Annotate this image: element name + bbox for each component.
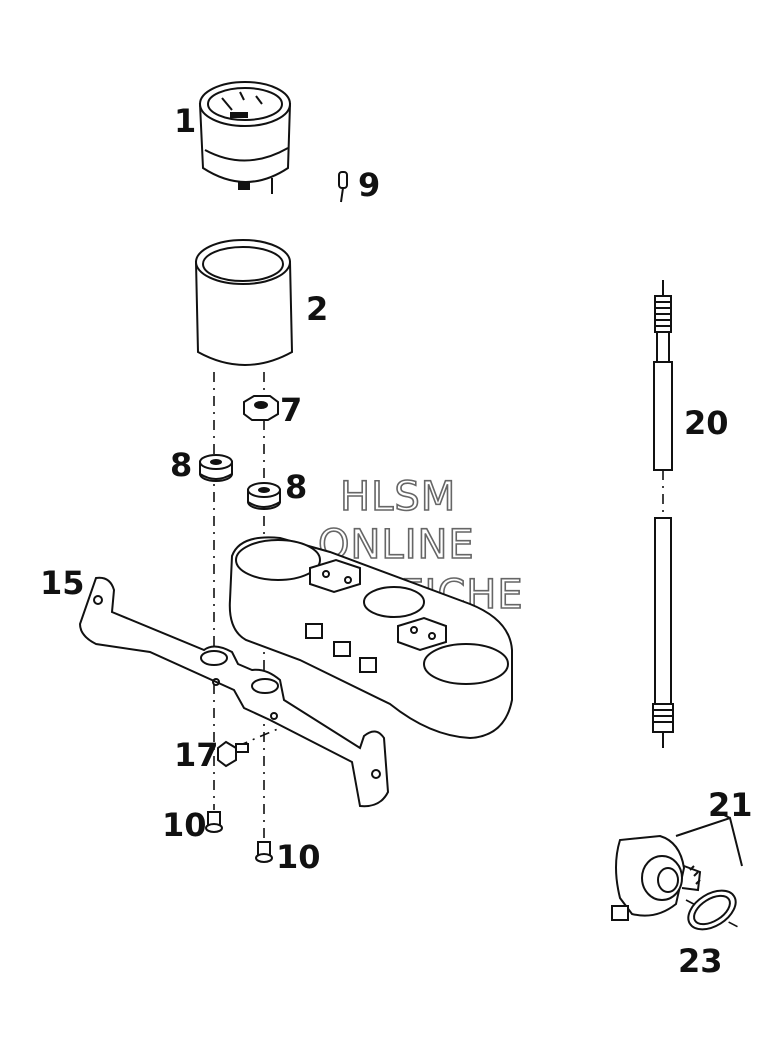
- part-label-21[interactable]: 21: [708, 786, 753, 824]
- part-label-10[interactable]: 10: [276, 838, 321, 876]
- bolt-icon[interactable]: [217, 740, 249, 768]
- part-label-17[interactable]: 17: [174, 736, 219, 774]
- screw-icon[interactable]: [255, 841, 273, 863]
- screw-icon[interactable]: [205, 811, 223, 833]
- part-label-1[interactable]: 1: [174, 102, 196, 140]
- speedometer-drive-icon[interactable]: [611, 834, 702, 921]
- grommet-icon[interactable]: [199, 454, 233, 482]
- watermark-line-1: HLSM: [340, 474, 456, 520]
- part-label-2[interactable]: 2: [306, 290, 328, 328]
- part-label-8[interactable]: 8: [170, 446, 192, 484]
- part-label-15[interactable]: 15: [40, 564, 85, 602]
- grommet-icon[interactable]: [247, 482, 281, 510]
- bulb-icon[interactable]: [338, 171, 348, 203]
- label-bracket-21: [675, 811, 743, 867]
- part-label-10[interactable]: 10: [162, 806, 207, 844]
- part-label-23[interactable]: 23: [678, 942, 723, 980]
- nut-icon[interactable]: [243, 395, 279, 421]
- part-label-8[interactable]: 8: [285, 468, 307, 506]
- part-label-9[interactable]: 9: [358, 166, 380, 204]
- speedometer-cable-icon[interactable]: [652, 280, 674, 748]
- part-labels: 1 2 7 8 8 9 10 10 15 17 20 21 23: [40, 102, 753, 980]
- retaining-ring-icon[interactable]: [681, 883, 742, 938]
- part-label-7[interactable]: 7: [280, 391, 302, 429]
- triple-clamp-icon: [228, 536, 513, 740]
- speedometer-icon[interactable]: [198, 81, 292, 194]
- rubber-sleeve-icon[interactable]: [194, 239, 294, 366]
- bracket-icon[interactable]: [78, 576, 390, 808]
- part-label-20[interactable]: 20: [684, 404, 729, 442]
